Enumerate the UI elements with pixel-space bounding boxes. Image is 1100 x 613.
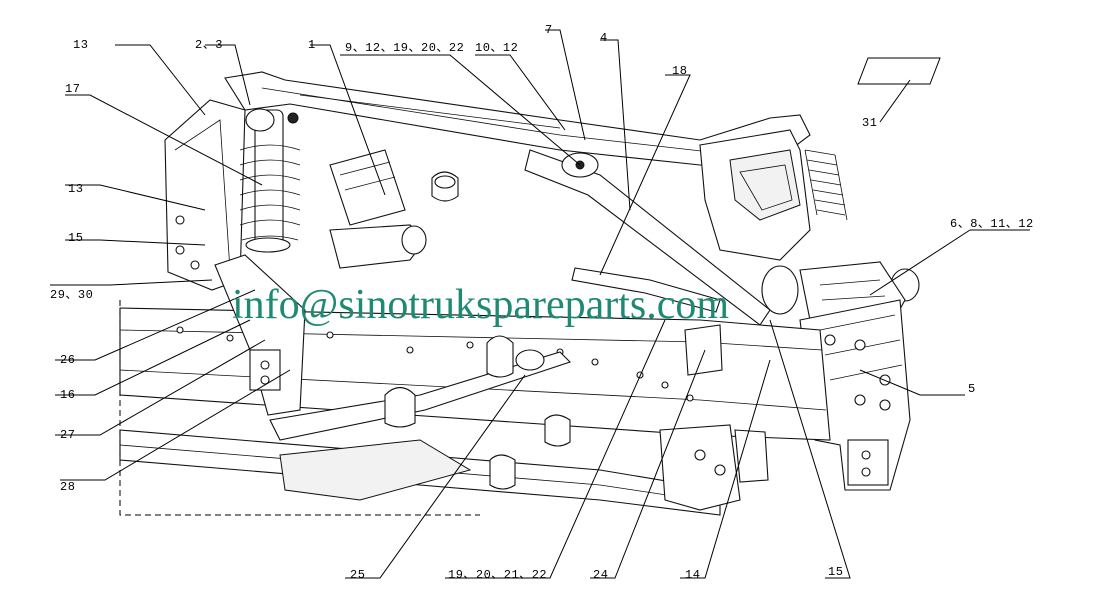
callout-10-12: 10、12 bbox=[475, 41, 518, 55]
left-shock-absorber bbox=[239, 108, 301, 253]
callout-18: 18 bbox=[672, 64, 687, 78]
callout-24: 24 bbox=[593, 568, 608, 582]
callout-26: 26 bbox=[60, 353, 75, 367]
callout-31-box bbox=[857, 57, 941, 85]
callout-13-top: 13 bbox=[73, 38, 88, 52]
rail-holes bbox=[176, 326, 694, 402]
callout-13-mid: 13 bbox=[68, 182, 83, 196]
chassis-frame-drawing bbox=[119, 71, 920, 516]
callout-28: 28 bbox=[60, 480, 75, 494]
callout-14: 14 bbox=[685, 568, 700, 582]
callout-27: 27 bbox=[60, 428, 75, 442]
watermark-email: info@sinotrukspareparts.com bbox=[232, 282, 729, 328]
callout-17: 17 bbox=[65, 82, 80, 96]
callout-15-left: 15 bbox=[68, 231, 83, 245]
callout-6-8-11-12: 6、8、11、12 bbox=[950, 217, 1034, 231]
callout-16: 16 bbox=[60, 388, 75, 402]
callout-7: 7 bbox=[545, 23, 553, 37]
right-spring bbox=[804, 149, 848, 221]
callout-2-3: 2、3 bbox=[195, 38, 223, 52]
callout-29-30: 29、30 bbox=[50, 288, 93, 302]
callout-9-12-19-20-22: 9、12、19、20、22 bbox=[345, 41, 464, 55]
callout-25: 25 bbox=[350, 568, 365, 582]
callout-5: 5 bbox=[968, 382, 976, 396]
callout-4: 4 bbox=[600, 31, 608, 45]
callout-1: 1 bbox=[308, 38, 316, 52]
callout-labels: 13 2、3 1 9、12、19、20、22 10、12 7 4 18 17 3… bbox=[50, 23, 1034, 582]
callout-15-bottom: 15 bbox=[828, 565, 843, 579]
callout-31: 31 bbox=[862, 116, 877, 130]
leader-lines bbox=[50, 29, 1030, 579]
callout-19-20-21-22: 19、20、21、22 bbox=[448, 568, 547, 582]
